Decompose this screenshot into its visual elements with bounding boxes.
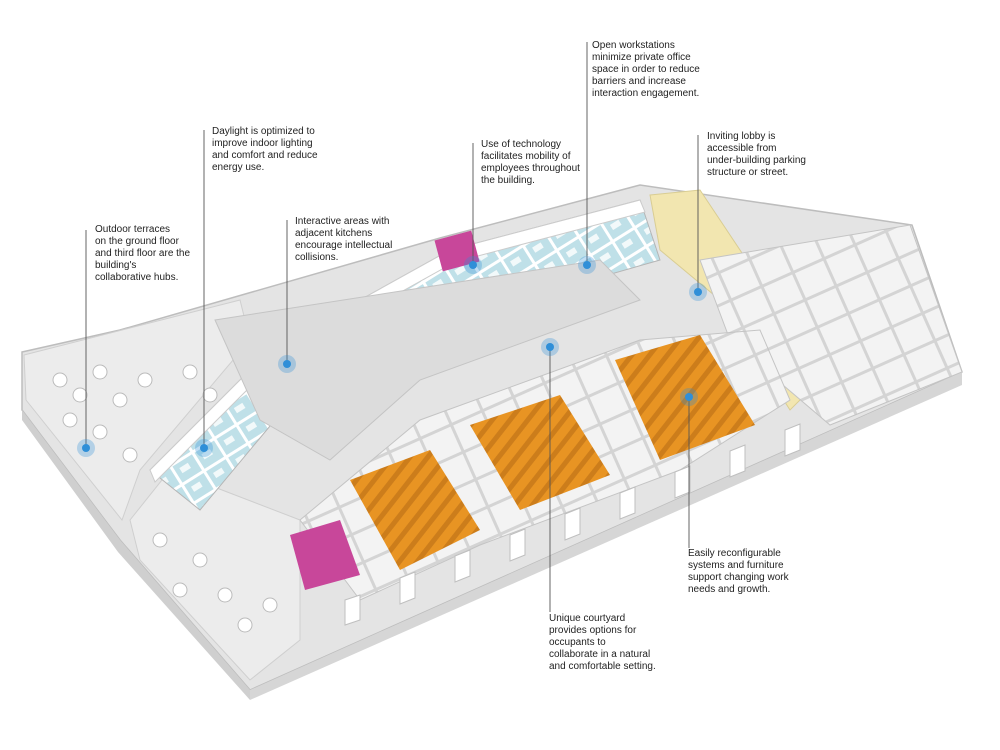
outdoor-terrace — [23, 299, 301, 681]
callout-kitchens: Interactive areas with adjacent kitchens… — [295, 216, 393, 263]
callout-workstations: Open workstations minimize private offic… — [592, 40, 700, 99]
callout-technology: Use of technology facilitates mobility o… — [481, 139, 580, 186]
location-marker-icon — [689, 283, 707, 301]
location-marker-icon — [77, 439, 95, 457]
location-marker-icon — [680, 388, 698, 406]
callout-terraces: Outdoor terraces on the ground floor and… — [95, 224, 191, 283]
location-markers — [77, 256, 707, 457]
location-marker-icon — [464, 256, 482, 274]
callout-daylight: Daylight is optimized to improve indoor … — [212, 126, 318, 173]
callout-leader-lines — [85, 42, 699, 612]
location-marker-icon — [578, 256, 596, 274]
private-offices — [699, 224, 963, 426]
open-office-wing — [290, 329, 791, 601]
callout-lobby: Inviting lobby is accessible from under-… — [707, 131, 806, 178]
callout-courtyard: Unique courtyard provides options for oc… — [549, 613, 656, 672]
location-marker-icon — [195, 439, 213, 457]
facade-louvers — [344, 423, 801, 626]
courtyard — [214, 259, 641, 461]
location-marker-icon — [541, 338, 559, 356]
callout-furniture: Easily reconfigurable systems and furnit… — [688, 548, 789, 595]
location-marker-icon — [278, 355, 296, 373]
